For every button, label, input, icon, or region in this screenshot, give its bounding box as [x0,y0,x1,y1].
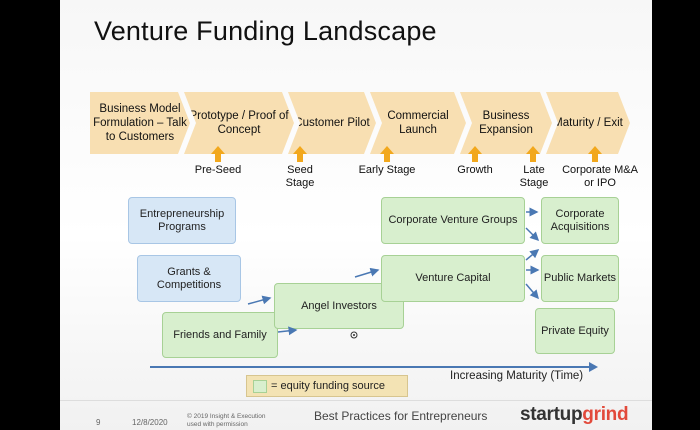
corporate-venture-groups-box: Corporate Venture Groups [381,197,525,244]
box-label: Public Markets [543,272,617,284]
box-label: Venture Capital [415,272,491,284]
box-label: Corporate Venture Groups [388,214,518,226]
footer-copyright: © 2019 Insight & Execution used with per… [187,413,266,429]
slide: Venture Funding Landscape Business Model… [60,0,652,430]
stage-funding-label: Seed Stage [285,164,315,189]
stage-label: Business Expansion [479,110,533,136]
up-arrow-icon [380,146,394,162]
startup-grind-logo: startupgrind [520,404,629,426]
stage-funding-label: Corporate M&A or IPO [562,164,638,189]
flow-arrow [354,267,380,278]
legend-swatch [253,379,267,393]
stage-chevrons: Business Model Formulation – Talk to Cus… [90,92,630,156]
up-arrow-icon [468,146,482,162]
stage-label: Maturity / Exit [553,117,623,129]
entrepreneurship-programs-box: Entrepreneurship Programs [128,197,236,244]
cursor-icon [350,331,358,339]
stage-label: Business Model Formulation – Talk to Cus… [93,103,187,143]
box-label: Angel Investors [301,299,377,312]
axis-label: Increasing Maturity (Time) [450,370,584,382]
copyright-note: used with permission [187,421,248,428]
brand-part: startup [520,404,583,425]
legend-text: = equity funding source [271,380,386,392]
legend: = equity funding source [246,375,408,397]
stage-funding-label: Growth [457,164,493,176]
stage-commercial-launch: Commercial Launch [370,92,466,154]
stage-label: Commercial Launch [387,110,449,136]
stage-prototype: Prototype / Proof of Concept [184,92,294,154]
corporate-acquisitions-box: Corporate Acquisitions [541,197,619,244]
private-equity-box: Private Equity [535,308,615,354]
friends-and-family-box: Friends and Family [162,312,278,358]
page-number: 9 [96,418,101,427]
slide-title: Venture Funding Landscape [94,16,437,46]
maturity-axis [150,362,598,372]
up-arrow-icon [526,146,540,162]
slide-footer [60,400,652,430]
footer-date: 12/8/2020 [132,418,168,427]
stage-maturity-exit: Maturity / Exit [546,92,630,154]
box-label: Private Equity [541,324,609,337]
box-label: Friends and Family [173,328,267,341]
stage-funding-label: Late Stage [519,164,549,189]
stage-funding-label: Pre-Seed [194,164,242,176]
box-label: Corporate Acquisitions [550,207,610,233]
grants-competitions-box: Grants & Competitions [137,255,241,302]
flow-arrow [525,249,540,261]
stage-label: Prototype / Proof of Concept [189,110,289,136]
up-arrow-icon [293,146,307,162]
flow-arrow [277,326,298,336]
stage-business-model: Business Model Formulation – Talk to Cus… [90,92,190,154]
box-label: Grants & Competitions [156,265,222,291]
copyright-year: © 2019 [187,413,209,420]
up-arrow-icon [588,146,602,162]
copyright-owner: Insight & Execution [209,413,266,420]
flow-arrow [525,283,539,300]
flow-arrow [247,295,272,305]
stage-customer-pilot: Customer Pilot [288,92,376,154]
stage-label: Customer Pilot [294,117,370,129]
flow-arrow [525,227,540,242]
box-label: Entrepreneurship Programs [139,207,225,233]
public-markets-box: Public Markets [541,255,619,302]
venture-capital-box: Venture Capital [381,255,525,302]
up-arrow-icon [211,146,225,162]
stage-business-expansion: Business Expansion [460,92,552,154]
brand-part: grind [582,404,629,425]
footer-center-text: Best Practices for Entrepreneurs [314,409,488,423]
stage-funding-label: Early Stage [358,164,416,176]
